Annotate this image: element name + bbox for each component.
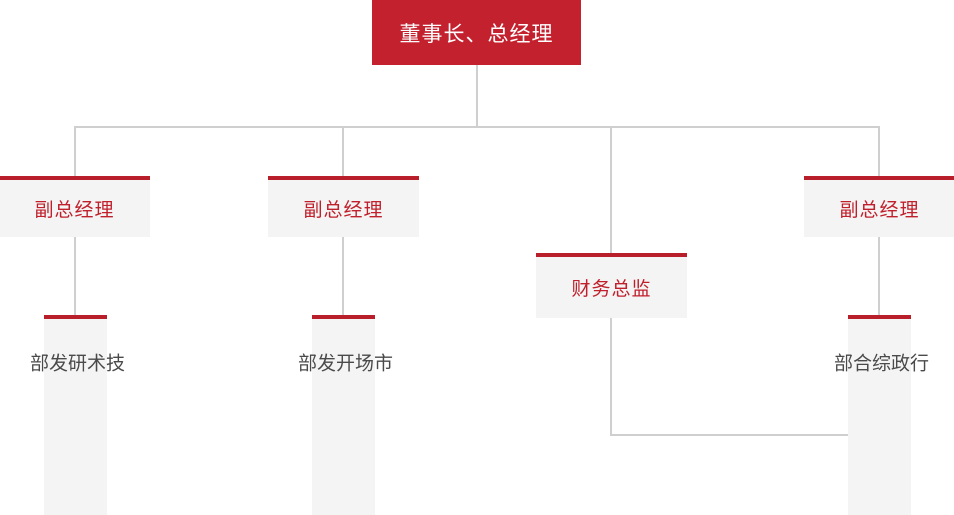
connector-manager-1-to-dept-1 bbox=[74, 237, 76, 315]
connector-finance-to-dept-3 bbox=[610, 434, 850, 436]
node-department-technology-rd[interactable]: 技 术 研 发 部 bbox=[27, 315, 124, 515]
node-label: 副总经理 bbox=[303, 200, 384, 221]
node-label: 副总经理 bbox=[34, 200, 115, 221]
connector-bus-to-manager-1 bbox=[74, 126, 76, 176]
node-deputy-general-manager-3[interactable]: 副总经理 bbox=[804, 176, 954, 237]
connector-bus-to-manager-4 bbox=[878, 126, 880, 176]
connector-finance-down bbox=[610, 318, 612, 436]
connector-bus-to-manager-3 bbox=[610, 126, 612, 253]
node-department-market-development[interactable]: 市 场 开 发 部 bbox=[295, 315, 392, 515]
node-label: 财务总监 bbox=[571, 279, 652, 300]
connector-manager-4-to-dept-3 bbox=[878, 237, 880, 315]
node-deputy-general-manager-2[interactable]: 副总经理 bbox=[268, 176, 419, 237]
node-department-administration[interactable]: 行 政 综 合 部 bbox=[831, 315, 928, 515]
node-label: 技 术 研 发 部 bbox=[27, 353, 124, 379]
connector-top-to-bus bbox=[476, 65, 478, 127]
node-label: 市 场 开 发 部 bbox=[295, 353, 392, 379]
node-label: 董事长、总经理 bbox=[399, 22, 554, 46]
node-label: 行 政 综 合 部 bbox=[831, 353, 928, 379]
node-finance-director[interactable]: 财务总监 bbox=[536, 253, 687, 318]
connector-manager-2-to-dept-2 bbox=[342, 237, 344, 315]
node-chairman-general-manager[interactable]: 董事长、总经理 bbox=[372, 0, 581, 65]
connector-bus-to-manager-2 bbox=[342, 126, 344, 176]
connector-horizontal-bus bbox=[74, 126, 880, 128]
node-label: 副总经理 bbox=[839, 200, 920, 221]
node-deputy-general-manager-1[interactable]: 副总经理 bbox=[0, 176, 150, 237]
